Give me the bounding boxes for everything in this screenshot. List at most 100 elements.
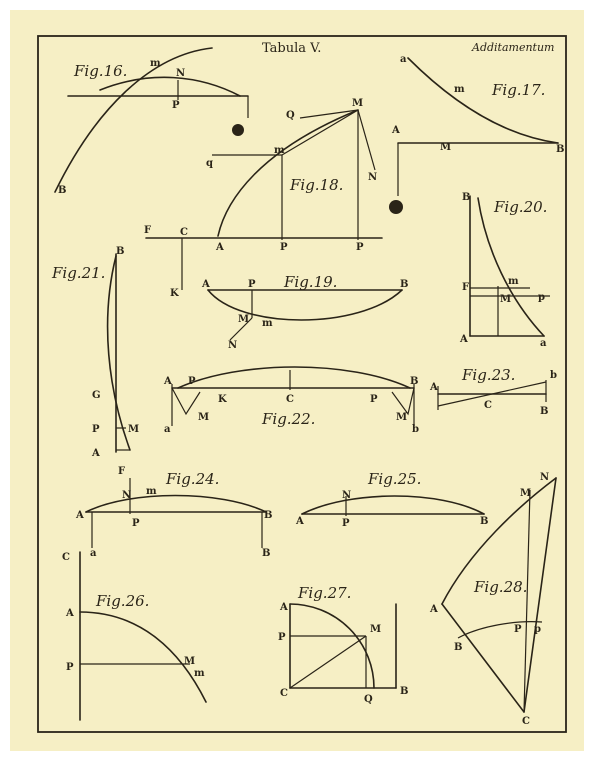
fig23-label: B: [540, 406, 548, 417]
fig25-caption: Fig.25.: [367, 470, 421, 488]
fig20-caption: Fig.20.: [493, 198, 547, 216]
figure-21: Fig.21. B G P M A: [51, 246, 139, 459]
fig18-label: q: [206, 158, 213, 169]
weight-ball-icon: [389, 200, 403, 214]
fig20-label: p: [538, 292, 545, 303]
fig22-label: M: [198, 412, 209, 423]
figure-27: Fig.27. A P M C Q B: [278, 584, 408, 705]
fig17-label: a: [400, 54, 407, 65]
fig22-label: B: [410, 376, 418, 387]
fig19-label: N: [228, 340, 237, 351]
fig17-label: B: [556, 144, 564, 155]
figure-22: Fig.22. A P C P B a M K M b: [163, 366, 419, 435]
fig24-label: B: [262, 548, 270, 559]
figure-17: Fig.17. a m A M B: [389, 54, 564, 214]
fig27-label: A: [279, 602, 288, 613]
fig22-label: C: [286, 394, 294, 405]
fig17-label: m: [454, 84, 465, 95]
figure-18: Fig.18. M Q m q N F C K A P P: [144, 98, 383, 299]
fig23-label: C: [484, 400, 492, 411]
fig22-label: P: [188, 376, 196, 387]
fig17-caption: Fig.17.: [491, 81, 545, 99]
plate-title: Tabula V.: [262, 41, 321, 56]
fig18-label: P: [280, 242, 288, 253]
pendulum-bob-icon: [232, 124, 244, 136]
figure-24: Fig.24. F N m A P B a B: [75, 466, 272, 559]
fig22-label: a: [164, 424, 171, 435]
fig24-label: A: [75, 510, 84, 521]
fig19-label: A: [201, 279, 210, 290]
fig16-label: B: [58, 185, 66, 196]
fig16-label: P: [172, 100, 180, 111]
fig28-label: N: [540, 472, 549, 483]
fig25-label: P: [342, 518, 350, 529]
fig24-label: m: [146, 486, 157, 497]
fig17-label: M: [440, 142, 451, 153]
fig22-label: P: [370, 394, 378, 405]
fig24-label: a: [90, 548, 97, 559]
figure-19: Fig.19. A P B M m N: [201, 273, 408, 351]
fig16-label: N: [176, 68, 185, 79]
fig27-caption: Fig.27.: [297, 584, 351, 602]
fig23-label: b: [550, 370, 557, 381]
fig28-caption: Fig.28.: [473, 578, 527, 596]
fig21-label: B: [116, 246, 124, 257]
fig18-label: m: [274, 145, 285, 156]
fig20-label: F: [462, 282, 469, 293]
fig27-label: P: [278, 632, 286, 643]
fig18-label: F: [144, 225, 151, 236]
fig26-label: P: [66, 662, 74, 673]
fig26-label: M: [184, 656, 195, 667]
fig19-label: B: [400, 279, 408, 290]
figure-20: Fig.20. B m F M p A a: [459, 192, 550, 349]
fig20-label: a: [540, 338, 547, 349]
fig28-label: M: [520, 488, 531, 499]
figure-26: Fig.26. C A P M m: [62, 551, 207, 721]
figure-16: Fig.16. m N P B: [54, 47, 249, 196]
fig17-label: A: [391, 125, 400, 136]
fig27-label: C: [280, 688, 288, 699]
fig28-label: B: [454, 642, 462, 653]
fig19-caption: Fig.19.: [283, 273, 337, 291]
fig25-label: A: [295, 516, 304, 527]
fig20-label: A: [459, 334, 468, 345]
fig26-label: C: [62, 552, 70, 563]
fig26-label: m: [194, 668, 205, 679]
fig20-label: B: [462, 192, 470, 203]
fig27-label: Q: [364, 694, 373, 705]
fig25-label: B: [480, 516, 488, 527]
fig20-label: m: [508, 276, 519, 287]
fig23-caption: Fig.23.: [461, 366, 515, 384]
fig28-label: C: [522, 716, 530, 727]
fig18-label: A: [215, 242, 224, 253]
fig26-caption: Fig.26.: [95, 592, 149, 610]
figure-28: Fig.28. N M A B P p C: [429, 472, 557, 727]
fig19-label: P: [248, 279, 256, 290]
fig28-label: p: [534, 624, 541, 635]
fig26-label: A: [65, 608, 74, 619]
fig28-label: A: [429, 604, 438, 615]
fig24-label: F: [118, 466, 125, 477]
fig21-caption: Fig.21.: [51, 264, 105, 282]
fig23-label: A: [429, 382, 438, 393]
fig21-label: G: [92, 390, 101, 401]
fig16-caption: Fig.16.: [73, 62, 127, 80]
fig16-label: m: [150, 58, 161, 69]
fig18-label: C: [180, 227, 188, 238]
fig22-label: A: [163, 376, 172, 387]
additamentum-label: Additamentum: [471, 41, 554, 54]
fig19-label: M: [238, 314, 249, 325]
fig27-label: B: [400, 686, 408, 697]
fig25-label: N: [342, 490, 351, 501]
fig28-label: P: [514, 624, 522, 635]
fig18-label: P: [356, 242, 364, 253]
fig24-label: B: [264, 510, 272, 521]
figure-25: Fig.25. N A P B: [295, 470, 488, 529]
fig18-label: N: [368, 172, 377, 183]
fig20-label: M: [500, 294, 511, 305]
fig27-label: M: [370, 624, 381, 635]
fig18-label: Q: [286, 110, 295, 121]
fig24-label: N: [122, 490, 131, 501]
fig18-label: K: [170, 288, 179, 299]
fig19-label: m: [262, 318, 273, 329]
